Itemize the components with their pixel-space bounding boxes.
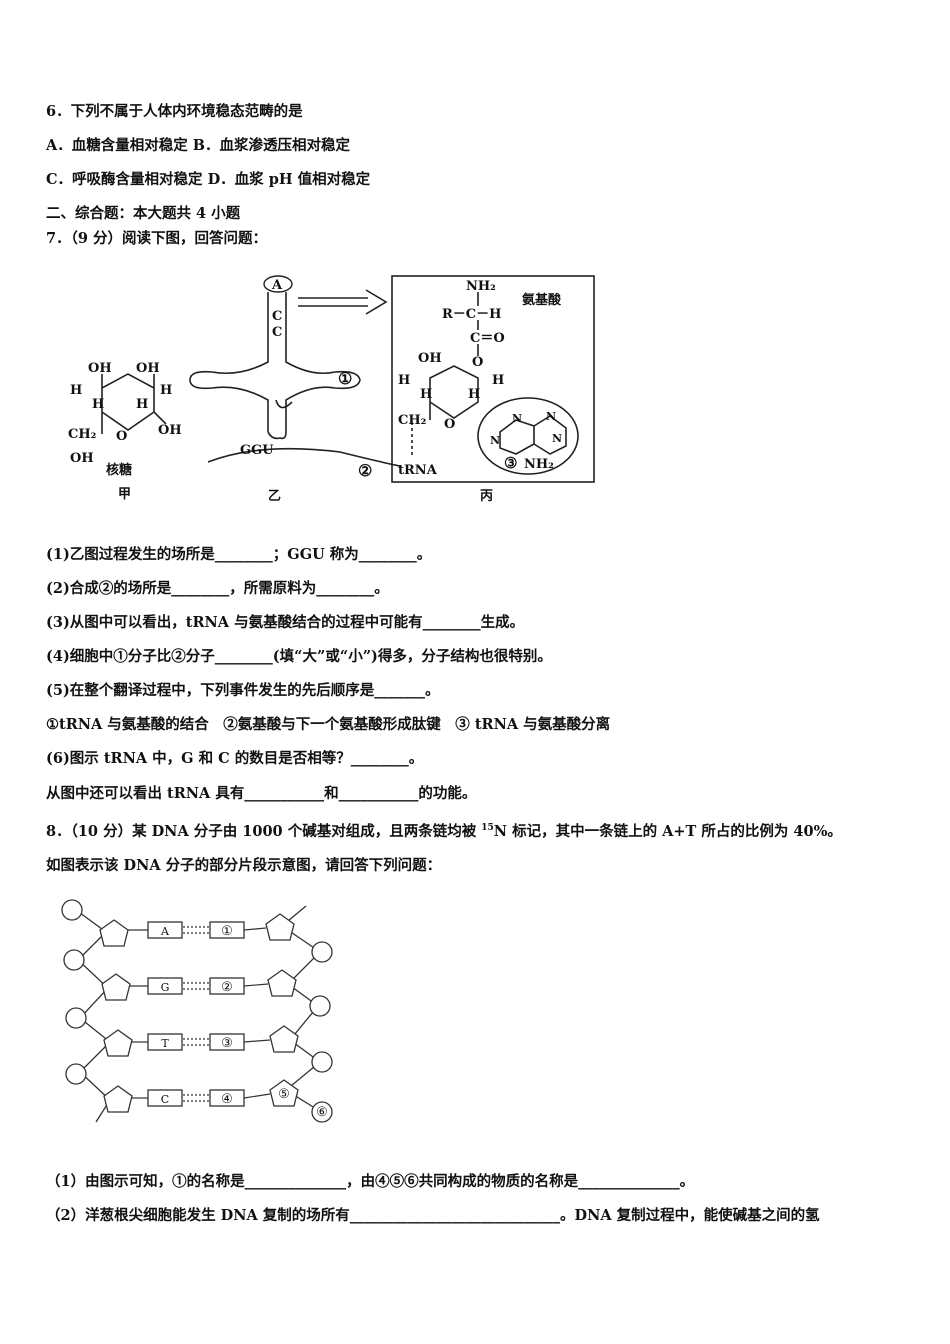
yi-c2: C (272, 325, 282, 340)
bing-n4: N (552, 432, 562, 445)
bing-n3: N (546, 410, 556, 423)
bing-trna: tRNA (398, 463, 438, 478)
dna-mark-2: ② (221, 980, 233, 995)
jia-h1: H (70, 383, 82, 398)
bing-nh2: NH₂ (466, 279, 496, 294)
jia-o: O (116, 429, 127, 444)
q6-options-cd: C．呼吸酶含量相对稳定 D．血浆 pH 值相对稳定 (46, 171, 371, 188)
jia-oh1: OH (88, 361, 112, 376)
q7-part1: (1)乙图过程发生的场所是________；GGU 称为________。 (46, 546, 432, 563)
q7-part5-items: ①tRNA 与氨基酸的结合 ②氨基酸与下一个氨基酸形成肽键 ③ tRNA 与氨基… (46, 716, 611, 733)
bing-ch2: CH₂ (398, 413, 426, 428)
section-heading: 二、综合题：本大题共 4 小题 (46, 205, 241, 222)
jia-caption: 甲 (118, 487, 131, 502)
bing-mark3: ③ (504, 454, 517, 472)
jia-oh2: OH (136, 361, 160, 376)
jia-name: 核糖 (106, 462, 132, 478)
jia-oh3: OH (158, 423, 182, 438)
bing-h4: H (492, 373, 504, 388)
yi-a: A (271, 278, 283, 293)
q7-part6: (6)图示 tRNA 中，G 和 C 的数目是否相等？________。 (46, 750, 424, 767)
q6-options-ab: A．血糖含量相对稳定 B．血浆渗透压相对稳定 (46, 137, 351, 154)
bing-r: R－C－H (442, 307, 501, 322)
bing-h3: H (468, 387, 480, 402)
q7-part2: (2)合成②的场所是________，所需原料为________。 (46, 580, 389, 597)
q6-stem: 6．下列不属于人体内环境稳态范畴的是 (46, 103, 303, 120)
jia-h2: H (92, 397, 104, 412)
bing-caption: 丙 (480, 489, 493, 504)
dna-mark-3: ③ (221, 1036, 233, 1051)
q8-stem-a: 8．（10 分）某 DNA 分子由 1000 个碱基对组成，且两条链均被 (46, 822, 482, 840)
dna-figure: A G T C ① ② ③ ④ ⑤ ⑥ (61, 899, 333, 1123)
q7-figure: OH OH H H H H CH₂ O OH OH 核糖 甲 A C C ① G… (68, 275, 595, 504)
jia-ch2: CH₂ (68, 427, 96, 442)
dna-mark-4: ④ (221, 1092, 233, 1107)
q8-stem: 8．（10 分）某 DNA 分子由 1000 个碱基对组成，且两条链均被 15N… (46, 819, 842, 841)
dna-mark-6: ⑥ (316, 1105, 328, 1120)
q7-part7: 从图中还可以看出 tRNA 具有___________和___________的… (46, 785, 477, 802)
q8-part2: （2）洋葱根尖细胞能发生 DNA 复制的场所有_________________… (46, 1207, 820, 1224)
bing-h2: H (420, 387, 432, 402)
q8-stem2: 如图表示该 DNA 分子的部分片段示意图，请回答下列问题： (46, 857, 442, 874)
q7-part4: (4)细胞中①分子比②分子________(填“大”或“小”)得多，分子结构也很… (46, 648, 552, 665)
q7-part5: (5)在整个翻译过程中，下列事件发生的先后顺序是_______。 (46, 682, 440, 699)
yi-mark1: ① (338, 369, 352, 388)
bing-nh2b: NH₂ (524, 457, 554, 472)
yi-caption: 乙 (268, 489, 281, 504)
bing-aa: 氨基酸 (521, 292, 562, 308)
bing-n2: N (490, 434, 500, 447)
q7-part3: (3)从图中可以看出，tRNA 与氨基酸结合的过程中可能有________生成。 (46, 614, 525, 631)
dna-base-4: C (161, 1093, 169, 1106)
bing-h1: H (398, 373, 410, 388)
jia-oh4: OH (70, 451, 94, 466)
dna-base-2: G (161, 981, 170, 994)
dna-mark-5: ⑤ (278, 1087, 290, 1102)
bing-oh: OH (418, 351, 442, 366)
dna-base-1: A (160, 925, 170, 938)
yi-ggu: GGU (240, 443, 274, 458)
dna-base-3: T (161, 1037, 169, 1050)
bing-o1: O (472, 355, 483, 370)
bing-co: C＝O (470, 331, 505, 346)
q8-part1: （1）由图示可知，①的名称是______________，由④⑤⑥共同构成的物质… (46, 1173, 695, 1190)
bing-o2: O (444, 417, 455, 432)
yi-mark2: ② (358, 461, 372, 480)
q8-stem-sup: 15 (481, 823, 494, 833)
bing-n1: N (512, 412, 522, 425)
yi-c1: C (272, 309, 282, 324)
dna-mark-1: ① (221, 924, 233, 939)
jia-h4: H (160, 383, 172, 398)
q8-stem-b: N 标记，其中一条链上的 A+T 所占的比例为 40%。 (493, 822, 842, 840)
jia-h3: H (136, 397, 148, 412)
q7-stem: 7．（9 分）阅读下图，回答问题： (46, 230, 267, 247)
